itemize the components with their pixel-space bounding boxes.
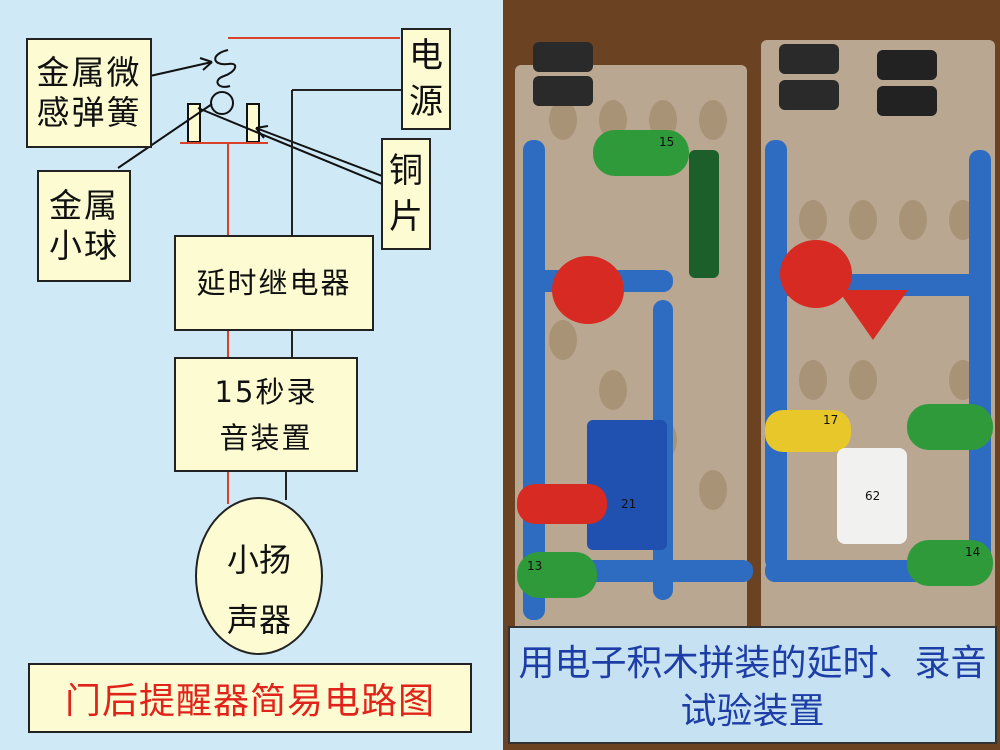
recorder-label: 15秒录 音装置 <box>214 374 318 455</box>
spring-label-box: 金属微 感弹簧 <box>26 38 152 148</box>
circuit-kit-photo: 15 21 17 13 62 14 <box>515 40 995 665</box>
module-label-17: 17 <box>823 413 838 427</box>
diagram-title: 门后提醒器简易电路图 <box>64 681 435 722</box>
module-label-21: 21 <box>621 497 636 511</box>
ball-label-box: 金属 小球 <box>37 170 131 282</box>
photo-caption: 用电子积木拼装的延时、录音试验装置 <box>518 643 987 732</box>
ball-label: 金属 小球 <box>49 186 119 265</box>
pointer-copper-2 <box>197 107 383 185</box>
module-label-14: 14 <box>965 545 980 559</box>
recorder-box: 15秒录 音装置 <box>174 357 358 472</box>
speaker-shape: 小扬 声器 <box>195 497 323 655</box>
power-label: 电 源 <box>409 36 443 122</box>
photo-panel: 15 21 17 13 62 14 用电子积木拼装的延时、录音试验装置 <box>503 0 1000 750</box>
power-label-box: 电 源 <box>401 28 451 130</box>
speaker-label-line1: 小扬 <box>226 541 291 579</box>
relay-box: 延时继电器 <box>174 235 374 331</box>
module-label-15: 15 <box>659 135 674 149</box>
pointer-ball <box>117 103 213 169</box>
photo-caption-box: 用电子积木拼装的延时、录音试验装置 <box>508 626 997 744</box>
copper-label-box: 铜 片 <box>381 138 431 250</box>
spring-label: 金属微 感弹簧 <box>36 53 142 132</box>
circuit-diagram-panel: 金属微 感弹簧 金属 小球 电 源 铜 片 延时继电器 15秒录 音装置 小扬 … <box>26 28 472 733</box>
pointer-copper-1 <box>255 127 383 177</box>
circuit-wires <box>117 37 403 504</box>
metal-ball-shape <box>210 91 234 115</box>
copper-plate-right <box>246 103 260 143</box>
diagram-title-box: 门后提醒器简易电路图 <box>28 663 472 733</box>
copper-plate-left <box>187 103 201 143</box>
speaker-label-line2: 声器 <box>226 601 291 639</box>
pointer-spring <box>149 61 213 77</box>
relay-label: 延时继电器 <box>196 266 352 300</box>
module-label-62: 62 <box>865 489 880 503</box>
copper-label: 铜 片 <box>389 151 423 237</box>
module-label-13: 13 <box>527 559 542 573</box>
spring-coil <box>214 49 237 88</box>
